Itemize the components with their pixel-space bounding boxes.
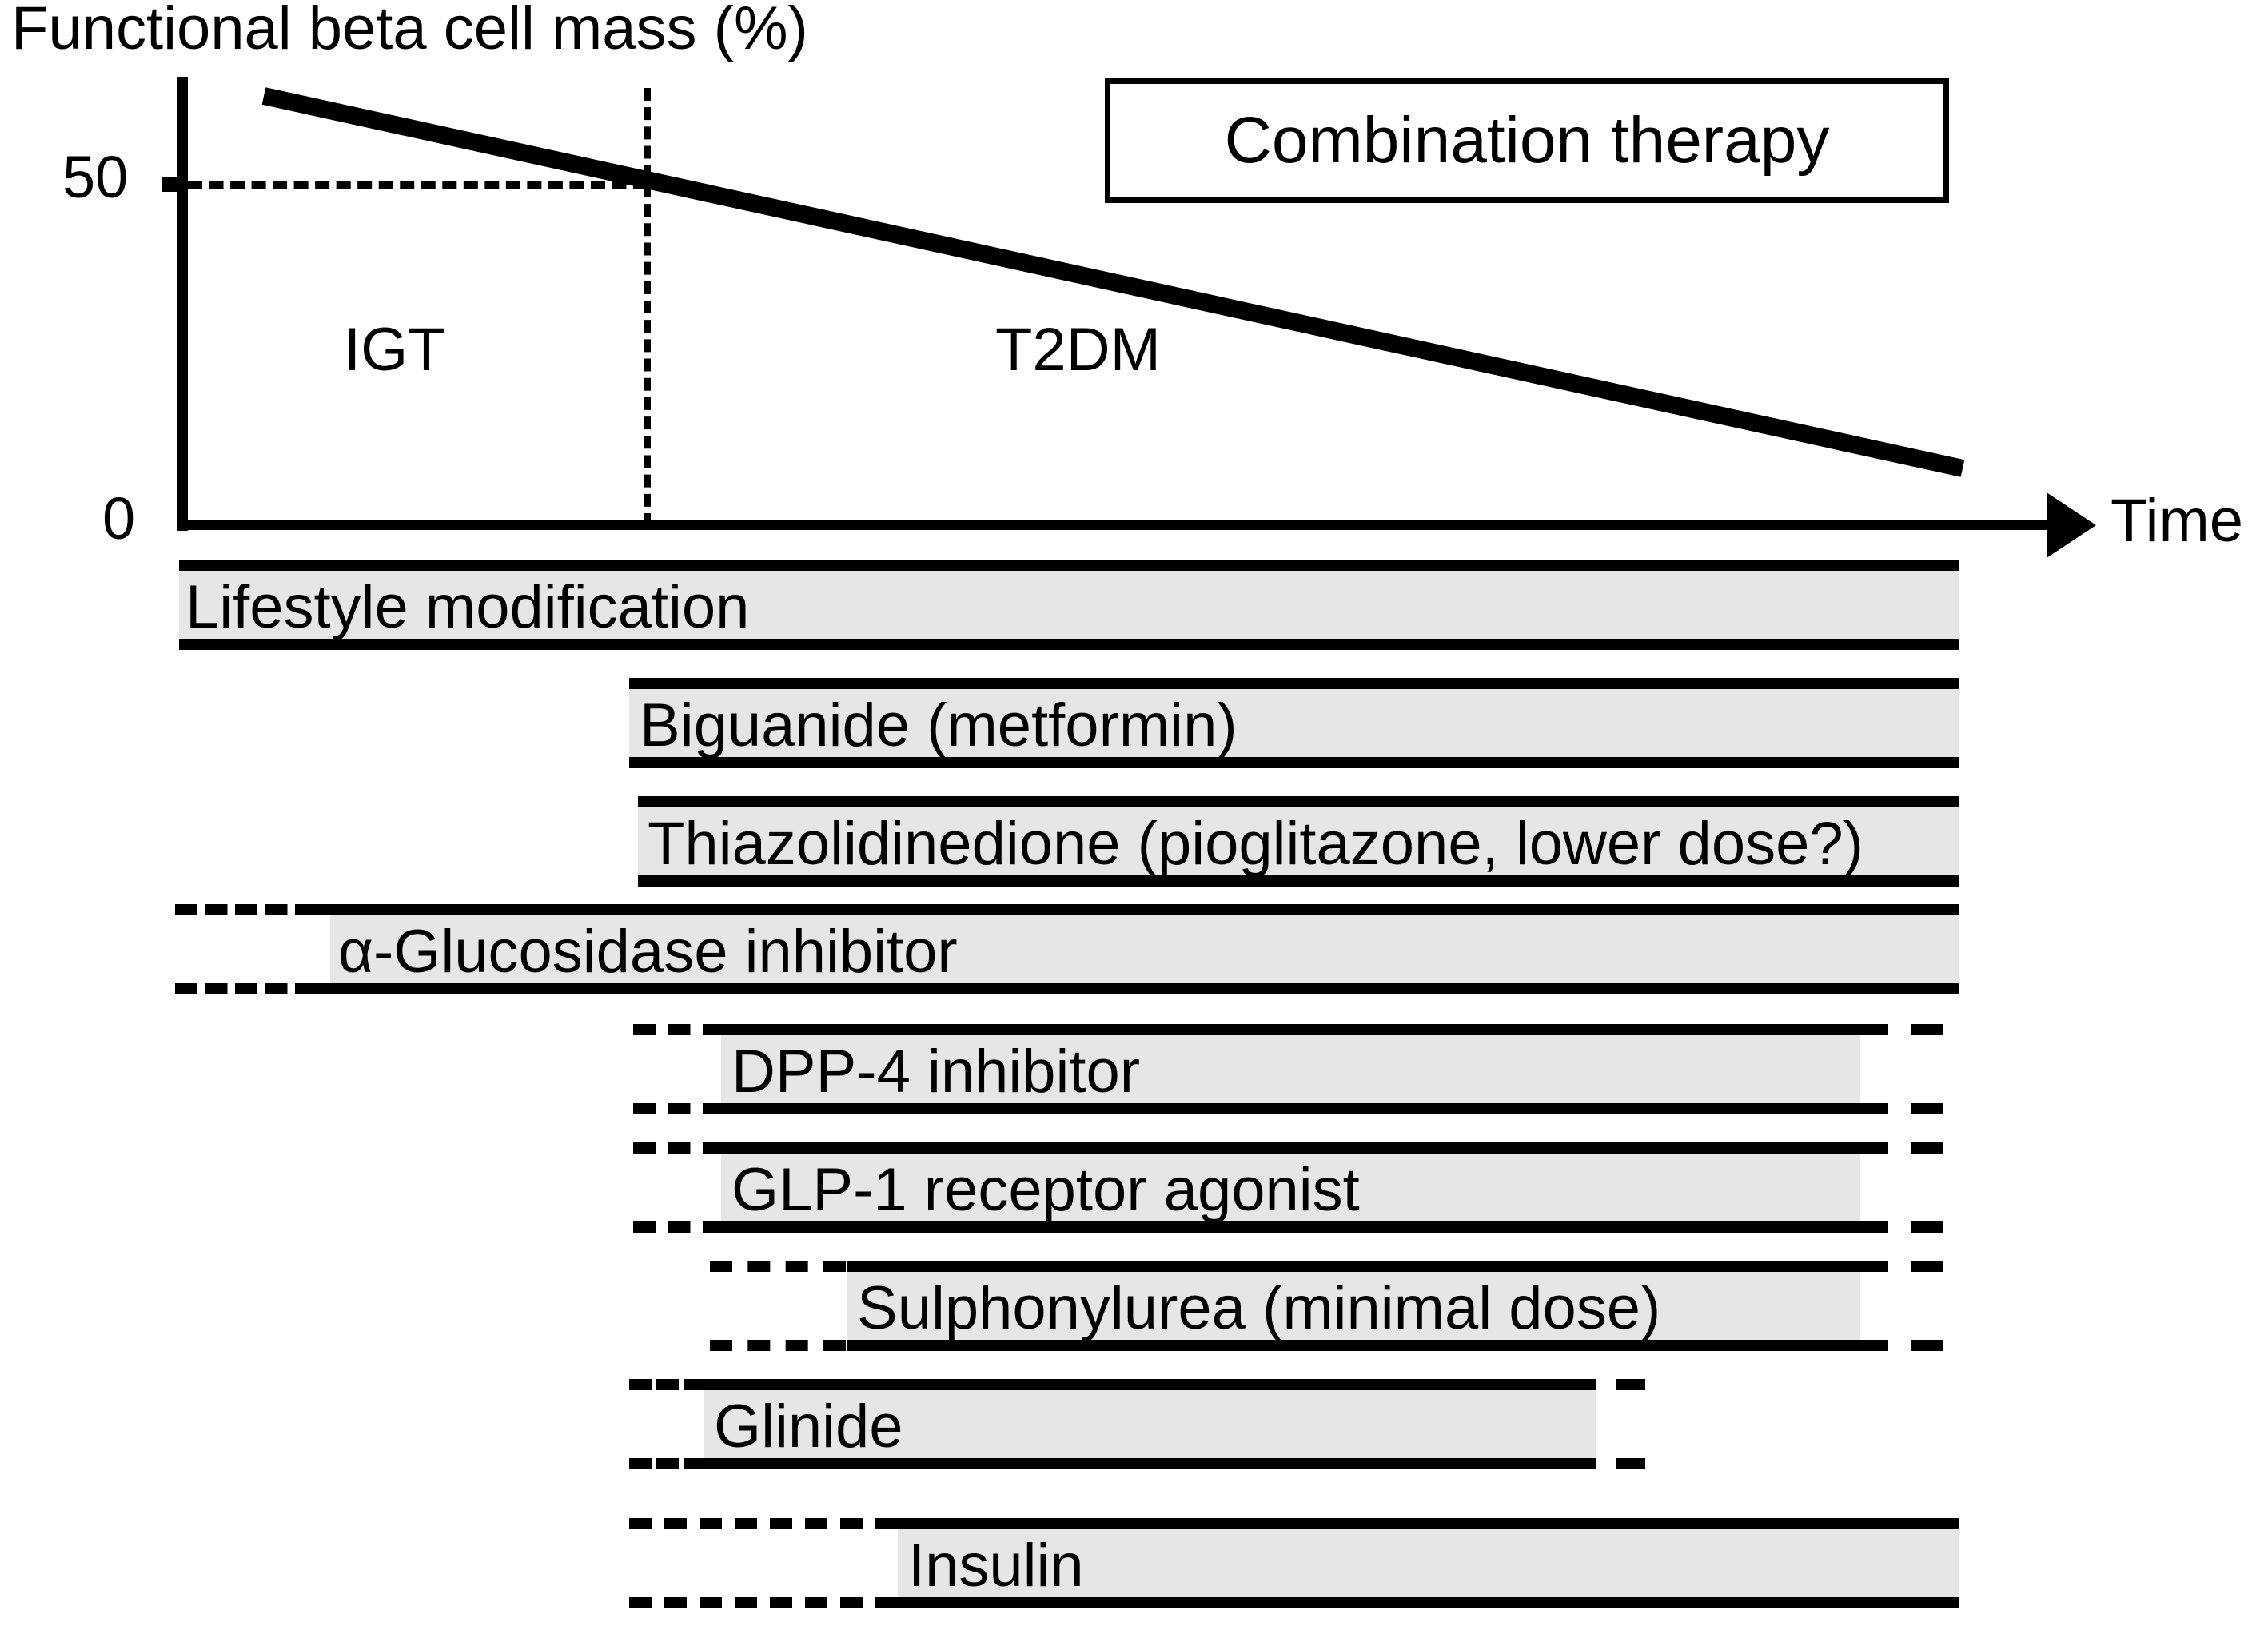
- stage-label-igt: IGT: [344, 316, 445, 384]
- bar-top-rule: [847, 1261, 1888, 1272]
- bar-fill: [330, 910, 1959, 994]
- therapy-label: Insulin: [908, 1532, 1084, 1600]
- bar-top-dash-right: [1911, 1024, 1943, 1035]
- bar-fill: [704, 1385, 1596, 1469]
- bar-top-rule: [638, 796, 1959, 807]
- bar-bottom-dash-left: [629, 1597, 898, 1608]
- bar-top-dash-left: [710, 1261, 846, 1272]
- bar-top-dash-left: [629, 1379, 706, 1390]
- bar-bottom-rule: [847, 1340, 1888, 1351]
- therapy-label: Glinide: [714, 1393, 903, 1461]
- x-axis-arrow-icon: [2047, 492, 2096, 558]
- y-tick-50-mark: [162, 177, 188, 192]
- therapy-label: Thiazolidinedione (pioglitazone, lower d…: [648, 810, 1863, 878]
- bar-bottom-dash-right: [1911, 1340, 1943, 1351]
- bar-bottom-dash-left: [629, 1458, 706, 1469]
- bar-bottom-rule: [629, 757, 1959, 768]
- bar-top-rule: [179, 560, 1959, 571]
- bar-bottom-rule: [898, 1597, 1959, 1608]
- bar-bottom-rule: [704, 1458, 1596, 1469]
- bar-top-rule: [312, 904, 1959, 915]
- bar-top-dash-left: [633, 1142, 725, 1154]
- bar-bottom-dash-right: [1616, 1458, 1645, 1469]
- therapy-label: Lifestyle modification: [185, 573, 750, 641]
- bar-top-rule: [721, 1142, 1888, 1154]
- bar-top-rule: [898, 1518, 1959, 1529]
- bar-bottom-dash-left: [633, 1103, 725, 1114]
- y-axis-title: Functional beta cell mass (%): [11, 0, 808, 62]
- bar-fill: [179, 565, 1959, 650]
- bar-bottom-dash-left: [175, 983, 317, 994]
- therapy-label: α-Glucosidase inhibitor: [338, 918, 958, 986]
- bar-top-rule: [704, 1379, 1596, 1390]
- combination-therapy-label: Combination therapy: [1224, 104, 1830, 177]
- bar-bottom-dash-right: [1911, 1221, 1943, 1233]
- bar-fill: [629, 683, 1959, 768]
- bar-bottom-rule: [179, 639, 1959, 650]
- bar-bottom-rule: [721, 1103, 1888, 1114]
- bar-bottom-rule: [721, 1221, 1888, 1233]
- bar-fill: [638, 802, 1959, 887]
- bar-fill: [847, 1266, 1860, 1351]
- bar-top-rule: [721, 1024, 1888, 1035]
- bar-top-rule: [629, 678, 1959, 689]
- bar-top-dash-right: [1616, 1379, 1645, 1390]
- bar-bottom-dash-right: [1911, 1103, 1943, 1114]
- y-tick-label-0: 0: [102, 485, 136, 552]
- bar-top-dash-right: [1911, 1142, 1943, 1154]
- bar-top-dash-left: [629, 1518, 898, 1529]
- bar-fill: [898, 1524, 1959, 1608]
- bar-fill: [721, 1148, 1860, 1233]
- bar-top-dash-right: [1911, 1261, 1943, 1272]
- y-tick-label-50: 50: [62, 144, 129, 210]
- bar-bottom-rule: [312, 983, 1959, 994]
- bar-fill: [721, 1030, 1860, 1114]
- therapy-label: Biguanide (metformin): [640, 691, 1238, 759]
- bar-bottom-dash-left: [710, 1340, 846, 1351]
- therapy-label: DPP-4 inhibitor: [731, 1038, 1141, 1106]
- bar-top-dash-left: [633, 1024, 725, 1035]
- bar-bottom-rule: [638, 875, 1959, 887]
- x-axis-label: Time: [2111, 487, 2244, 555]
- stage-label-t2dm: T2DM: [995, 316, 1161, 384]
- bar-bottom-dash-left: [633, 1221, 725, 1233]
- combination-therapy-callout: Combination therapy: [1105, 78, 1949, 203]
- bar-top-dash-left: [175, 904, 317, 915]
- therapy-label: Sulphonylurea (minimal dose): [857, 1274, 1661, 1342]
- therapy-label: GLP-1 receptor agonist: [731, 1156, 1360, 1224]
